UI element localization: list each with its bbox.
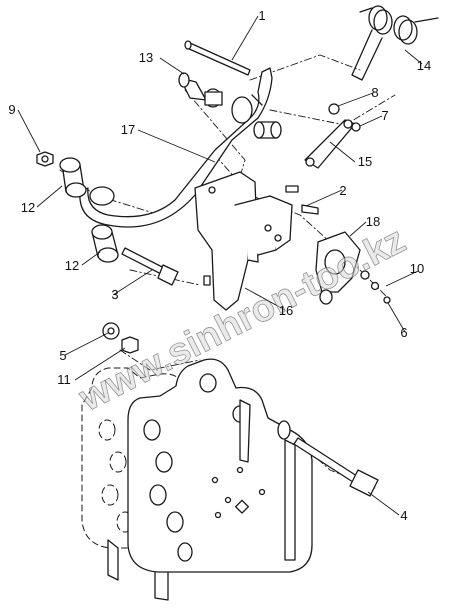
bolt-long: [277, 420, 379, 497]
callout-label: 8: [371, 85, 378, 100]
pedal-bracket: [194, 171, 293, 311]
callout-label: 13: [139, 50, 153, 65]
callout-label: 17: [121, 122, 135, 137]
callout-label: 7: [381, 108, 388, 123]
nut-small: [328, 103, 340, 115]
callout-label: 1: [258, 8, 265, 23]
callout-label: 12: [65, 258, 79, 273]
callout-label: 18: [366, 214, 380, 229]
bushing-lower: [253, 121, 282, 139]
bushing: [178, 72, 223, 108]
callout-label: 11: [57, 372, 71, 387]
washer-small: [351, 122, 361, 132]
leader-lines: [17, 15, 423, 516]
callout-label: 4: [400, 508, 407, 523]
pedal-lever: [79, 67, 273, 228]
callout-label: 3: [111, 287, 118, 302]
callout-label: 15: [358, 154, 372, 169]
callout-label: 9: [8, 102, 15, 117]
link-plate: [304, 119, 356, 169]
washer-large: [102, 322, 120, 340]
callout-label: 12: [21, 200, 35, 215]
callout-label: 14: [417, 58, 431, 73]
nut: [36, 151, 54, 167]
bolt-short: [121, 247, 179, 286]
callout-label: 2: [339, 183, 346, 198]
pedal-sensor: [315, 231, 391, 305]
callout-label: 16: [279, 303, 293, 318]
callout-label: 10: [410, 261, 424, 276]
mounting-plate-front: [107, 358, 313, 601]
spacer-upper: [59, 157, 87, 198]
return-spring: [351, 5, 439, 81]
pivot-rod: [184, 40, 251, 76]
spacer-lower: [91, 224, 119, 263]
callout-label: 6: [400, 325, 407, 340]
screw: [285, 185, 319, 215]
callout-label: 5: [59, 348, 66, 363]
